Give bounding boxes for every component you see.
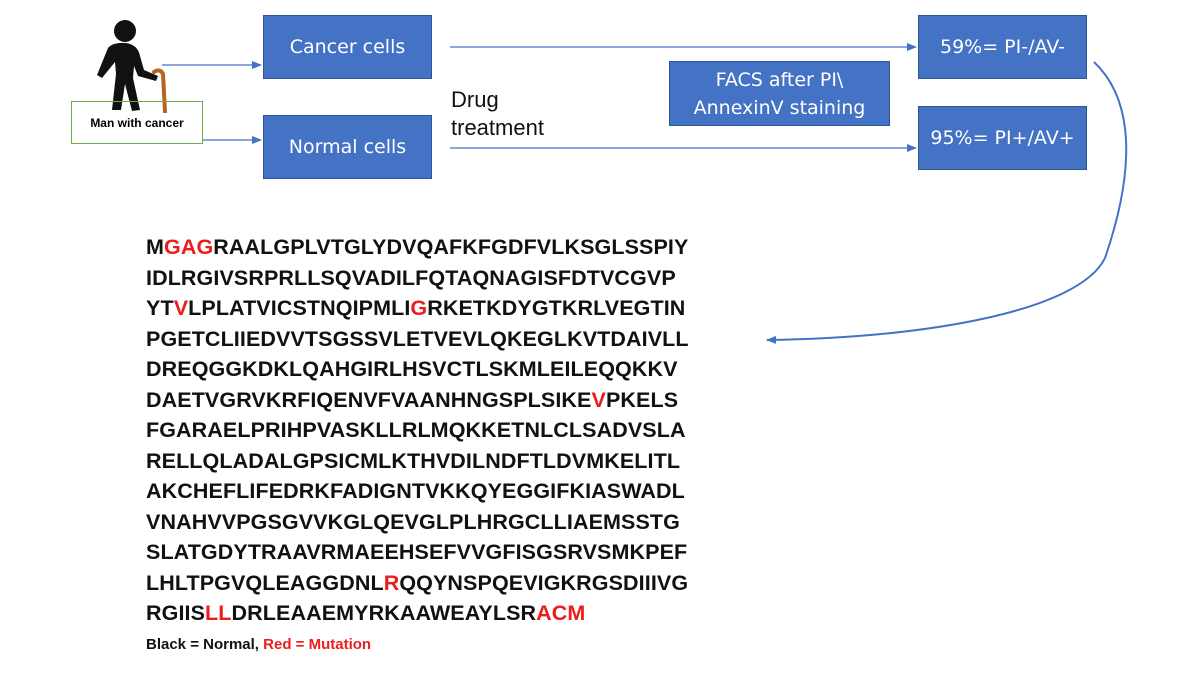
- normal-residues: VNAHVVPGSGVVKGLQEVGLPLHRGCLLIAEMSSTG: [146, 509, 680, 534]
- sequence-row: IDLRGIVSRPRLLSQVADILFQTAQNAGISFDTVCGVP: [146, 263, 689, 294]
- legend-mutation: Red = Mutation: [263, 636, 372, 653]
- sequence-row: AKCHEFLIFEDRKFADIGNTVKKQYEGGIFKIASWADL: [146, 476, 689, 507]
- normal-residues: DRLEAAEMYRKAAWEAYLSR: [231, 601, 537, 625]
- mutation-residues: R: [383, 570, 400, 595]
- mutation-residues: V: [173, 296, 189, 320]
- result-normal-box: 95%= PI+/AV+: [918, 106, 1087, 170]
- facs-line1: FACS after PI\: [715, 68, 844, 91]
- sequence-row: MGAGRAALGPLVTGLYDVQAFKFGDFVLKSGLSSPIY: [146, 232, 689, 263]
- result-cancer-box: 59%= PI-/AV-: [918, 15, 1087, 79]
- sequence-row: DREQGGKDKLQAHGIRLHSVCTLSKMLEILEQQKKV: [146, 354, 689, 385]
- normal-residues: DREQGGKDKLQAHGIRLHSVCTLSKMLEILEQQKKV: [146, 357, 678, 381]
- drug-treatment-line2: treatment: [451, 115, 544, 140]
- normal-residues: SLATGDYTRAAVRMAEEHSEFVVGFISGSRVSMKPEF: [146, 540, 688, 564]
- normal-residues: FGARAELPRIHPVASKLLRLMQKKETNLCLSADVSLA: [146, 418, 686, 442]
- sequence-row: SLATGDYTRAAVRMAEEHSEFVVGFISGSRVSMKPEF: [146, 537, 689, 568]
- normal-residues: RELLQLADALGPSICMLKTHVDILNDFTLDVMKELITL: [146, 448, 681, 473]
- elderly-person-with-cane-icon: [97, 20, 167, 113]
- sequence-row: FGARAELPRIHPVASKLLRLMQKKETNLCLSADVSLA: [146, 415, 689, 446]
- mutation-residues: V: [591, 387, 606, 412]
- arrow-result-to-sequence: [766, 61, 1128, 344]
- mutation-residues: G: [410, 296, 428, 320]
- normal-residues: RKETKDYGTKRLVEGTIN: [427, 296, 686, 320]
- sequence-row: DAETVGRVKRFIQENVFVAANHNGSPLSIKEVPKELS: [146, 385, 689, 416]
- sequence-row: YTVLPLATVICSTNQIPMLIGRKETKDYGTKRLVEGTIN: [146, 293, 689, 324]
- normal-residues: LPLATVICSTNQIPMLI: [188, 296, 411, 320]
- sequence-row: RGIISLLDRLEAAEMYRKAAWEAYLSRACM: [146, 598, 689, 629]
- normal-residues: RAALGPLVTGLYDVQAFKFGDFVLKSGLSSPIY: [213, 235, 689, 259]
- sequence-row: RELLQLADALGPSICMLKTHVDILNDFTLDVMKELITL: [146, 446, 689, 477]
- normal-residues: LHLTPGVQLEAGGDNL: [146, 570, 384, 595]
- sequence-row: VNAHVVPGSGVVKGLQEVGLPLHRGCLLIAEMSSTG: [146, 507, 689, 538]
- normal-residues: AKCHEFLIFEDRKFADIGNTVKKQYEGGIFKIASWADL: [146, 479, 685, 503]
- drug-treatment-label: Drug treatment: [451, 86, 544, 142]
- cancer-cells-box: Cancer cells: [263, 15, 432, 79]
- normal-cells-box: Normal cells: [263, 115, 432, 179]
- mutation-residues: ACM: [536, 601, 586, 625]
- normal-residues: YT: [146, 296, 174, 320]
- normal-residues: PKELS: [605, 387, 679, 412]
- normal-residues: PGETCLIIEDVVTSGSSVLETVEVLQKEGLKVTDAIVLL: [146, 326, 689, 351]
- mutation-residues: LL: [205, 601, 232, 625]
- legend-normal: Black = Normal,: [146, 636, 259, 653]
- patient-label: Man with cancer: [71, 101, 203, 144]
- normal-residues: IDLRGIVSRPRLLSQVADILFQTAQNAGISFDTVCGVP: [146, 265, 676, 290]
- color-legend: Black = Normal, Red = Mutation: [146, 636, 371, 653]
- normal-residues: RGIIS: [146, 601, 206, 625]
- normal-residues: DAETVGRVKRFIQENVFVAANHNGSPLSIKE: [146, 387, 592, 412]
- normal-residues: QQYNSPQEVIGKRGSDIIIVG: [399, 570, 689, 595]
- mutation-residues: GAG: [164, 235, 214, 259]
- normal-residues: M: [146, 235, 165, 259]
- facs-line2: AnnexinV staining: [693, 96, 866, 119]
- sequence-row: PGETCLIIEDVVTSGSSVLETVEVLQKEGLKVTDAIVLL: [146, 324, 689, 355]
- drug-treatment-line1: Drug: [451, 87, 499, 112]
- facs-box: FACS after PI\ AnnexinV staining: [669, 61, 890, 126]
- sequence-row: LHLTPGVQLEAGGDNLRQQYNSPQEVIGKRGSDIIIVG: [146, 568, 689, 599]
